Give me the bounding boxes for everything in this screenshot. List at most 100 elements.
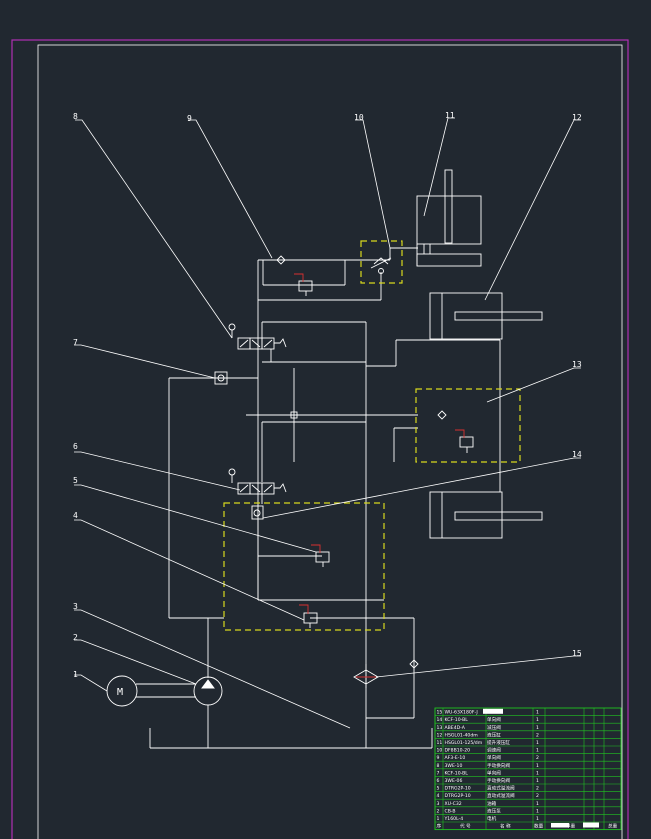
group-13 (415, 388, 521, 463)
power-unit: M (106, 675, 223, 707)
relief-valve-5-icon (311, 544, 330, 567)
check-valve-15-icon (409, 659, 419, 669)
title-mark (551, 823, 569, 828)
table-cell: 6 (437, 778, 440, 784)
table-cell: 8 (437, 763, 440, 769)
table-cell: Y160L-4 (444, 816, 464, 822)
check-valve-9-icon (276, 255, 286, 265)
table-cell: CB-B (445, 808, 456, 814)
cylinder-12-lower-icon (429, 491, 543, 539)
table-cell: 油箱 (487, 800, 497, 807)
throttle-valve-10-icon (370, 257, 392, 274)
pump-icon (193, 676, 223, 706)
table-cell: 直动式溢流阀 (487, 792, 515, 799)
table-cell: 液压泵 (487, 807, 501, 814)
relief-valve-13-icon (455, 429, 474, 453)
callout-2: 2 (73, 633, 78, 642)
table-cell: 单向阀 (487, 769, 501, 776)
svg-text:M: M (117, 687, 123, 698)
directional-valves (214, 323, 287, 520)
table-cell: 2 (536, 793, 539, 799)
check-valve-13-icon (437, 410, 447, 420)
table-cell: 1 (536, 801, 539, 807)
table-footer-cell: 总重 (608, 823, 618, 830)
table-footer-cell: 名 称 (500, 823, 511, 830)
table-cell: 2 (536, 732, 539, 738)
table-cell: 1 (536, 717, 539, 723)
callout-7: 7 (73, 338, 78, 347)
table-cell: 12 (437, 732, 443, 738)
callout-14: 14 (572, 450, 582, 459)
table-cell: 单向阀 (487, 716, 501, 723)
group-4-5 (223, 502, 385, 631)
table-cell: 9 (437, 755, 440, 761)
callout-13: 13 (572, 360, 582, 369)
motor-icon: M (106, 675, 138, 707)
table-cell: HSGL01-125/dm (445, 740, 483, 746)
table-cell: HSGL01-40dm (445, 732, 479, 738)
title-mark (583, 822, 599, 828)
table-cell: 1 (536, 763, 539, 769)
leader-lines (74, 117, 581, 729)
table-cell: KCF-10-BL (445, 770, 469, 776)
table-cell: 1 (536, 778, 539, 784)
table-cell: 15 (437, 710, 443, 716)
table-cell: 1 (536, 808, 539, 814)
table-cell: WU-63X180F-J (445, 710, 478, 716)
table-cell: 1 (536, 740, 539, 746)
table-cell: 1 (536, 816, 539, 822)
table-cell: 减压阀 (487, 724, 501, 731)
callout-10: 10 (354, 113, 364, 122)
table-cell: 2 (437, 808, 440, 814)
table-cell: XU-C32 (445, 801, 462, 807)
callout-8: 8 (73, 112, 78, 121)
callout-4: 4 (73, 511, 78, 520)
callout-numbers: 8 9 10 11 12 7 13 6 14 5 4 3 2 1 15 (73, 111, 582, 679)
relief-valve-4-icon (299, 604, 318, 628)
table-cell: 液压缸 (487, 731, 501, 738)
table-cell: DTRG2P-10 (445, 793, 471, 799)
table-cell: AF3-E-10 (445, 755, 466, 761)
table-cell: 1 (536, 748, 539, 754)
callout-11: 11 (445, 111, 455, 120)
relief-valves (294, 273, 474, 628)
lift-cylinder-11-icon (416, 169, 482, 267)
callout-15: 15 (572, 649, 582, 658)
table-cell: DTRG2P-10 (445, 786, 471, 792)
table-cell: 4 (437, 793, 440, 799)
table-cell: ABE4D-A (445, 725, 466, 731)
table-cell: 1 (536, 770, 539, 776)
table-cell: DF8B10-20 (445, 748, 471, 754)
table-cell: 调速阀 (487, 747, 501, 754)
table-cell: 1 (536, 725, 539, 731)
cylinder-12-upper-icon (429, 292, 543, 340)
check-valves (276, 255, 447, 669)
table-cell: 10 (437, 748, 443, 754)
callout-6: 6 (73, 442, 78, 451)
callout-9: 9 (187, 114, 192, 123)
inner-frame (37, 44, 623, 839)
table-cell: 1 (437, 816, 440, 822)
table-cell: 5 (437, 786, 440, 792)
table-cell: 2 (536, 755, 539, 761)
table-footer-cell: 数量 (534, 823, 544, 830)
table-cell: 11 (437, 740, 443, 746)
valve-groups (223, 240, 521, 631)
outer-frame (11, 39, 629, 839)
table-cell: 单向阀 (487, 754, 501, 761)
callout-5: 5 (73, 476, 78, 485)
table-cell: 3WE-06 (445, 778, 463, 784)
filter-15-icon (353, 669, 379, 685)
circuit-lines (136, 247, 501, 749)
table-cell: 手动换向阀 (487, 777, 510, 784)
table-cell: 提升液压缸 (487, 739, 510, 746)
table-cell: 3WE-10 (445, 763, 463, 769)
table-cell: 手动换向阀 (487, 762, 510, 769)
table-cell: KCF-10-BL (445, 717, 469, 723)
table-footer-cell: 代 号 (460, 823, 471, 830)
throttle-valve-14-icon (251, 505, 264, 520)
table-cell: 1 (536, 710, 539, 716)
junction-box (290, 411, 298, 419)
table-cell: 14 (437, 717, 443, 723)
